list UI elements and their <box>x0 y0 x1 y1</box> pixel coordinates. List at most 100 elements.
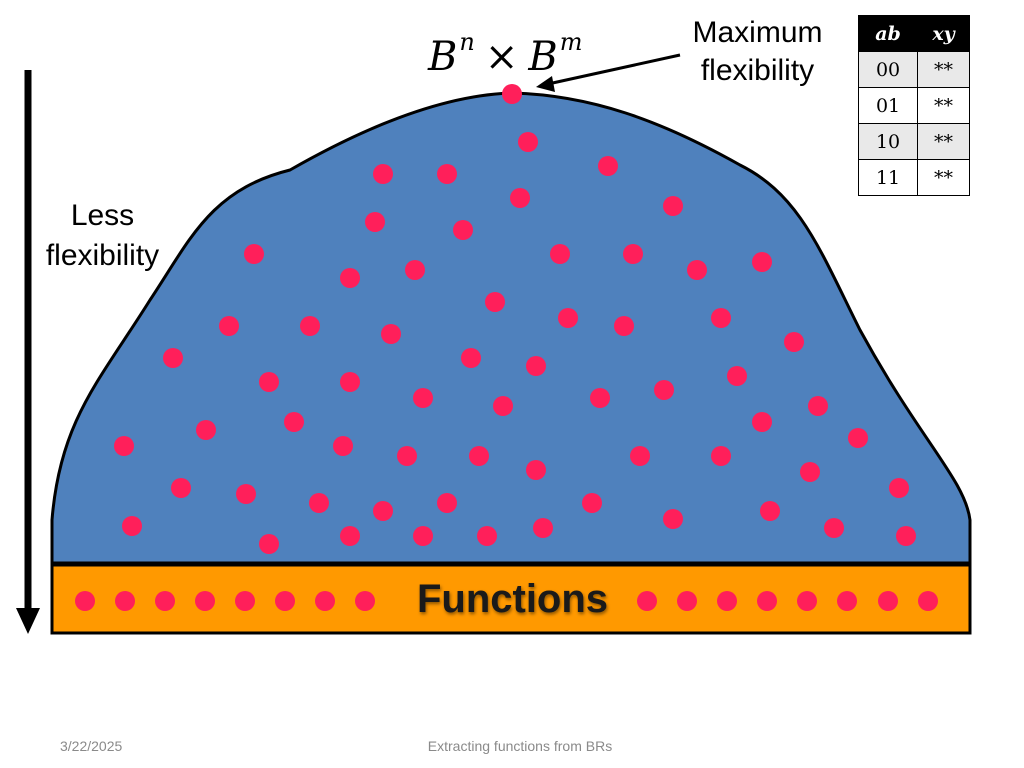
relation-point <box>824 518 844 538</box>
relation-point <box>437 493 457 513</box>
function-point <box>797 591 817 611</box>
relation-point <box>340 526 360 546</box>
relation-point <box>550 244 570 264</box>
function-point <box>235 591 255 611</box>
relation-point <box>526 460 546 480</box>
relation-point <box>340 268 360 288</box>
footer-date: 3/22/2025 <box>60 738 123 754</box>
product-space-formula: Bn×Bm <box>428 28 608 80</box>
relation-point <box>373 501 393 521</box>
relation-point <box>711 446 731 466</box>
less-flexibility-arrowhead <box>16 608 40 634</box>
relation-point <box>510 188 530 208</box>
function-point <box>677 591 697 611</box>
function-point <box>355 591 375 611</box>
relation-point <box>493 396 513 416</box>
function-points <box>75 591 938 611</box>
cell-ab: 01 <box>857 87 919 124</box>
relation-point <box>397 446 417 466</box>
relation-point <box>533 518 553 538</box>
relation-point <box>502 84 522 104</box>
table-row: 01 ** <box>857 87 970 124</box>
relation-point <box>784 332 804 352</box>
function-point <box>837 591 857 611</box>
relation-point <box>244 244 264 264</box>
table-row: 10 ** <box>857 123 970 160</box>
formula-base-1: B <box>428 34 458 80</box>
relation-point <box>582 493 602 513</box>
relation-point <box>413 526 433 546</box>
function-point <box>315 591 335 611</box>
relation-point <box>760 501 780 521</box>
relation-point <box>663 196 683 216</box>
relation-point <box>365 212 385 232</box>
header-xy: xy <box>917 15 970 52</box>
relation-point <box>687 260 707 280</box>
relation-point <box>114 436 134 456</box>
relation-point <box>469 446 489 466</box>
function-point <box>195 591 215 611</box>
function-point <box>637 591 657 611</box>
relation-point <box>437 164 457 184</box>
relation-point <box>461 348 481 368</box>
function-point <box>275 591 295 611</box>
function-point <box>75 591 95 611</box>
relation-point <box>808 396 828 416</box>
relation-point <box>558 308 578 328</box>
relation-point <box>477 526 497 546</box>
cell-ab: 11 <box>857 159 919 196</box>
formula-exponent-2: m <box>559 28 583 56</box>
relation-point <box>800 462 820 482</box>
relation-point <box>590 388 610 408</box>
relation-point <box>300 316 320 336</box>
relation-point <box>381 324 401 344</box>
relation-point <box>171 478 191 498</box>
relation-point <box>259 534 279 554</box>
formula-base-2: B <box>528 34 558 80</box>
functions-label: Functions <box>416 577 609 621</box>
relation-point <box>896 526 916 546</box>
relation-point <box>526 356 546 376</box>
relation-point <box>373 164 393 184</box>
relation-point <box>889 478 909 498</box>
relation-point <box>630 446 650 466</box>
table-row: 11 ** <box>857 159 970 196</box>
relation-point <box>614 316 634 336</box>
relation-point <box>518 132 538 152</box>
relation-point <box>340 372 360 392</box>
relation-point <box>848 428 868 448</box>
maximum-flexibility-arrowhead <box>536 76 555 92</box>
relation-point <box>485 292 505 312</box>
function-point <box>717 591 737 611</box>
relation-point <box>654 380 674 400</box>
relation-point <box>663 509 683 529</box>
formula-exponent-1: n <box>459 28 475 56</box>
relation-point <box>333 436 353 456</box>
relation-point <box>259 372 279 392</box>
function-point <box>155 591 175 611</box>
formula-operator: × <box>484 34 519 80</box>
relation-point <box>196 420 216 440</box>
cell-xy: ** <box>917 123 970 160</box>
cell-ab: 10 <box>857 123 919 160</box>
truth-table: ab xy 00 ** 01 ** 10 ** 11 ** <box>857 15 970 196</box>
function-point <box>918 591 938 611</box>
truth-table-header-row: ab xy <box>857 15 970 52</box>
relation-point <box>711 308 731 328</box>
relation-point <box>453 220 473 240</box>
relation-point <box>284 412 304 432</box>
relation-point <box>623 244 643 264</box>
function-point <box>878 591 898 611</box>
maximum-flexibility-label: Maximum flexibility <box>692 16 823 87</box>
relation-point <box>752 252 772 272</box>
cell-xy: ** <box>917 87 970 124</box>
relation-point <box>413 388 433 408</box>
relation-point <box>122 516 142 536</box>
relation-point <box>163 348 183 368</box>
relation-point <box>752 412 772 432</box>
function-point <box>757 591 777 611</box>
relation-points <box>114 84 916 554</box>
cell-ab: 00 <box>857 51 919 88</box>
header-ab: ab <box>857 15 919 52</box>
